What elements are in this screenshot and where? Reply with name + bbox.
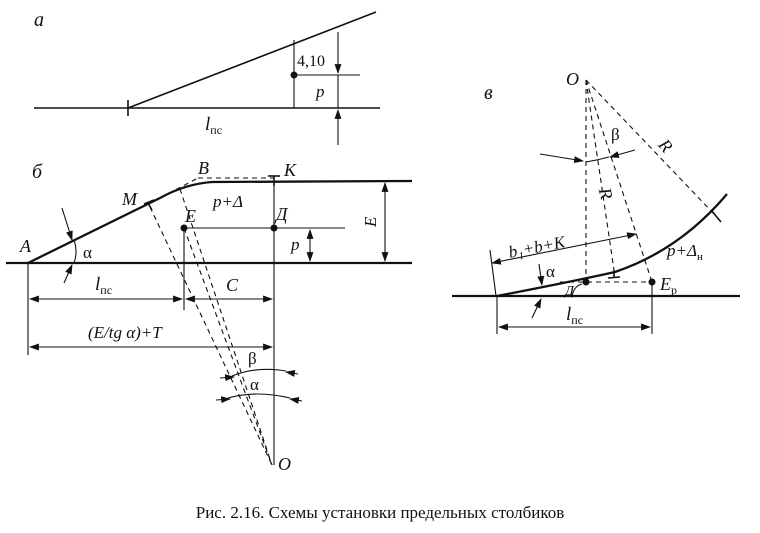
panel-b-alpha2-arc	[227, 393, 291, 399]
panel-b-label-m: M	[121, 189, 138, 209]
panel-v-label-sum: b₁+b+K	[507, 232, 568, 262]
panel-a-post-point	[290, 71, 298, 79]
panel-b-tangent-extension	[159, 177, 199, 199]
panel-v-beta-arrow-r	[609, 149, 636, 158]
panel-a-dim-value: 4,10	[297, 53, 325, 70]
panel-b-beta-arc	[231, 368, 287, 377]
panel-b-beta-arrow-r	[285, 370, 299, 377]
panel-b-alpha-arc	[73, 239, 77, 264]
panel-b-label-formula: (E/tg α)+T	[88, 323, 163, 342]
panel-a: а 4,10 p lпс	[34, 9, 380, 145]
panel-b-label-b: B	[198, 158, 209, 178]
panel-v-ray-ep	[585, 79, 653, 283]
panel-v-ray-radius	[585, 79, 717, 217]
panel-v-sum-dim	[491, 232, 637, 265]
panel-b-label-c: C	[226, 275, 239, 295]
panel-b-beta-arrow-l	[219, 374, 235, 382]
panel-b-label-alpha2: α	[250, 375, 259, 394]
panel-b-label-k: K	[283, 160, 297, 180]
panel-v-curve	[496, 193, 728, 298]
panel-b-alpha2-arrow-r	[289, 397, 303, 404]
panel-v-label-o: O	[566, 69, 579, 89]
panel-b-label-p: p	[290, 235, 300, 254]
panel-b-label-lpc: lпс	[95, 274, 112, 297]
panel-v-sum-ext	[489, 249, 497, 297]
panel-v-alpha-arrow-bottom	[531, 298, 542, 319]
panel-v-point-d	[582, 278, 590, 286]
panel-b-label-e: E	[184, 206, 196, 226]
panel-v-beta-arc	[585, 156, 610, 163]
panel-v: в O R R β	[452, 69, 740, 334]
panel-b-ray-m	[149, 206, 273, 466]
panel-v-angle-d	[571, 283, 583, 297]
panel-b-label-d: Д	[274, 204, 289, 224]
panel-b-label-a: A	[19, 236, 32, 256]
panel-b-alpha-arrow-bottom	[63, 264, 73, 284]
panel-v-label-p-delta: p+Δн	[666, 241, 703, 263]
panel-v-post-mid-cap	[607, 276, 621, 279]
figure-caption: Рис. 2.16. Схемы установки предельных ст…	[195, 503, 565, 522]
panel-v-label-ep: Eр	[659, 274, 677, 297]
panel-b-alpha-arrow-top	[61, 207, 73, 241]
panel-v-alpha-arrow-top	[537, 263, 545, 286]
panel-a-incline-line	[127, 11, 377, 109]
panel-a-p-label: p	[315, 82, 325, 101]
panel-v-label-beta: β	[611, 125, 620, 144]
panel-b-label-alpha: α	[83, 243, 92, 262]
panel-b-label-e-dim: E	[361, 216, 380, 228]
panel-b: б	[6, 158, 413, 474]
panel-b-label-o: O	[278, 454, 291, 474]
panel-v-beta-arrow-l	[539, 153, 584, 163]
panel-v-tag: в	[484, 82, 493, 104]
panel-b-post-m-cap	[143, 199, 155, 205]
panel-b-tag: б	[32, 161, 43, 183]
panel-v-label-lpc: lпс	[566, 304, 583, 327]
panel-b-ray-b	[179, 188, 273, 466]
panel-a-tag: а	[34, 9, 44, 31]
panel-v-post-radius	[710, 209, 722, 223]
panel-v-label-alpha: α	[546, 262, 555, 281]
panel-v-label-r2: R	[595, 185, 617, 202]
panel-v-label-r1: R	[654, 134, 677, 156]
panel-b-label-beta: β	[248, 349, 257, 368]
panel-v-label-d: Д	[563, 284, 575, 299]
panel-b-label-p-delta: p+Δ	[212, 192, 243, 211]
panel-a-length-label: lпс	[205, 114, 222, 137]
panel-b-alpha2-arrow-l	[215, 396, 231, 404]
